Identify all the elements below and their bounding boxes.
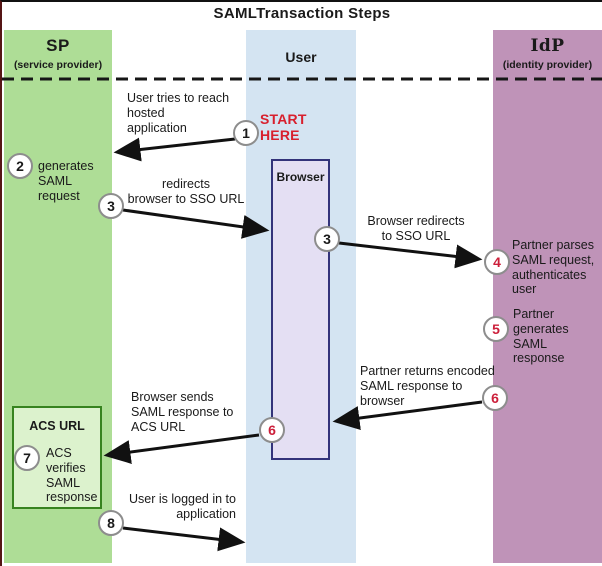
lane-sp-title: SP [46,36,70,55]
arrow-step3-to-browser [122,208,270,239]
step-circle-1: 1 [233,120,259,146]
lane-sp-subtitle: (service provider) [13,59,103,71]
step-number-1: 1 [242,125,250,141]
step-circle-3-browser: 3 [314,226,340,252]
arrow-step3-to-idp [338,241,483,269]
step-number-7: 7 [23,450,31,466]
lane-idp-subtitle: (identity provider) [502,59,593,71]
step-circle-7: 7 [14,445,40,471]
step-number-3-sp: 3 [107,198,115,214]
step-circle-3-sp: 3 [98,193,124,219]
step-number-2: 2 [16,158,24,174]
step-circle-8: 8 [98,510,124,536]
acs-url-box-label: ACS URL [29,419,85,433]
label-step2: generates SAML request [38,159,94,203]
step-number-6-idp: 6 [491,390,499,406]
label-step6-idp: Partner returns encoded SAML response to… [360,364,495,408]
label-step6-browser: Browser sends SAML response to ACS URL [131,390,234,434]
label-step3-sp: redirects browser to SSO URL [127,177,245,206]
step-circle-6-idp: 6 [482,385,508,411]
lane-user-title: User [285,49,317,65]
browser-box: Browser [271,159,330,460]
step-circle-6-browser: 6 [259,417,285,443]
diagram-title: SAMLTransaction Steps [213,5,391,22]
arrow-step6-to-acs [103,433,260,464]
acs-url-box: ACS URL [12,406,102,509]
step-number-3-browser: 3 [323,231,331,247]
lane-idp-header: IdP (identity provider) [493,30,602,71]
step-circle-5: 5 [483,316,509,342]
step-circle-4: 4 [484,249,510,275]
step-number-5: 5 [492,321,500,337]
step-number-6-browser: 6 [268,422,276,438]
browser-box-label: Browser [276,170,325,184]
step-number-8: 8 [107,515,115,531]
label-step4: Partner parses SAML request, authenticat… [512,238,595,297]
label-step3-browser: Browser redirects to SSO URL [367,214,465,243]
arrow-step8 [122,526,246,552]
start-here-label: START HERE [260,111,307,143]
label-step8: User is logged in to application [128,492,236,521]
label-step5: Partner generates SAML response [513,307,569,366]
lane-sp-header: SP (service provider) [4,30,112,71]
label-step1: User tries to reach hosted application [127,91,230,135]
lane-identity-provider: IdP (identity provider) [493,30,602,563]
step-circle-2: 2 [7,153,33,179]
arrow-step1 [113,137,236,162]
lane-idp-title: IdP [530,36,565,56]
label-step7: ACS verifies SAML response [46,446,98,505]
step-number-4: 4 [493,254,501,270]
